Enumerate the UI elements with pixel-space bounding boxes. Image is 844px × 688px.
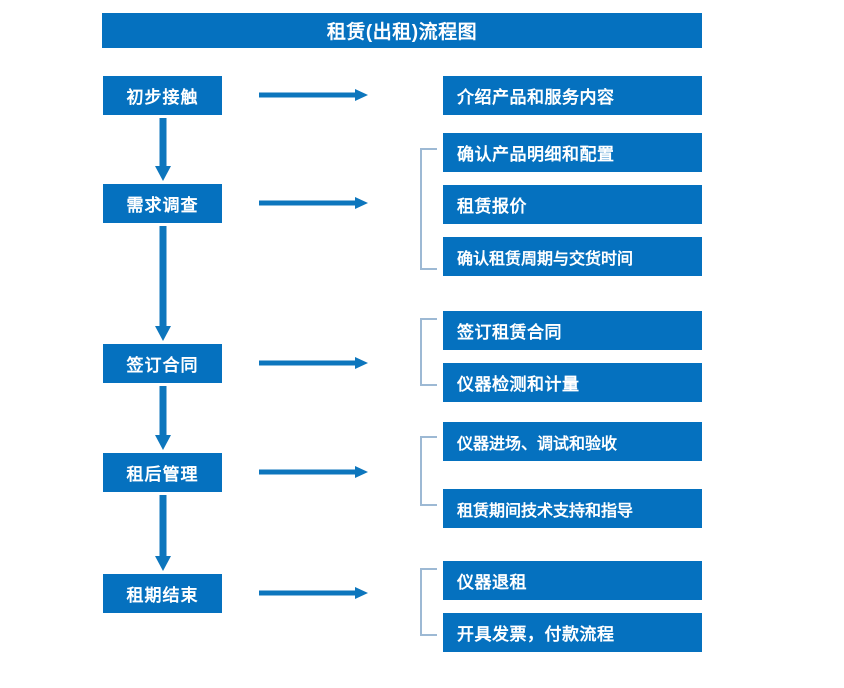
group-bracket-sign-contract — [420, 318, 437, 386]
detail-box-confirm-product-details[interactable]: 确认产品明细和配置 — [443, 133, 702, 172]
vertical-arrow-2 — [152, 226, 174, 342]
detail-box-technical-support-guidance[interactable]: 租赁期间技术支持和指导 — [443, 489, 702, 528]
stage-box-post-rental-management[interactable]: 租后管理 — [103, 453, 222, 492]
page-title: 租赁(出租)流程图 — [102, 13, 702, 48]
detail-box-introduce-products[interactable]: 介绍产品和服务内容 — [443, 76, 702, 115]
detail-box-instrument-entry-commissioning-acceptance[interactable]: 仪器进场、调试和验收 — [443, 422, 702, 461]
detail-box-sign-rental-contract[interactable]: 签订租赁合同 — [443, 311, 702, 350]
vertical-arrow-3 — [152, 386, 174, 451]
vertical-arrow-1 — [152, 118, 174, 182]
stage-box-sign-contract[interactable]: 签订合同 — [103, 344, 222, 383]
detail-box-invoice-payment-process[interactable]: 开具发票，付款流程 — [443, 613, 702, 652]
detail-box-instrument-return[interactable]: 仪器退租 — [443, 561, 702, 600]
group-bracket-post-rental — [420, 436, 437, 506]
horizontal-arrow-1 — [259, 87, 369, 103]
detail-box-instrument-inspection-metering[interactable]: 仪器检测和计量 — [443, 363, 702, 402]
vertical-arrow-4 — [152, 495, 174, 572]
detail-box-rental-quotation[interactable]: 租赁报价 — [443, 185, 702, 224]
stage-box-needs-survey[interactable]: 需求调查 — [103, 184, 222, 223]
group-bracket-needs-survey — [420, 148, 437, 270]
detail-box-confirm-rental-period-delivery[interactable]: 确认租赁周期与交货时间 — [443, 237, 702, 276]
stage-box-rental-end[interactable]: 租期结束 — [103, 574, 222, 613]
group-bracket-rental-end — [420, 568, 437, 636]
horizontal-arrow-5 — [259, 585, 369, 601]
horizontal-arrow-2 — [259, 195, 369, 211]
stage-box-initial-contact[interactable]: 初步接触 — [103, 76, 222, 115]
horizontal-arrow-3 — [259, 355, 369, 371]
horizontal-arrow-4 — [259, 464, 369, 480]
